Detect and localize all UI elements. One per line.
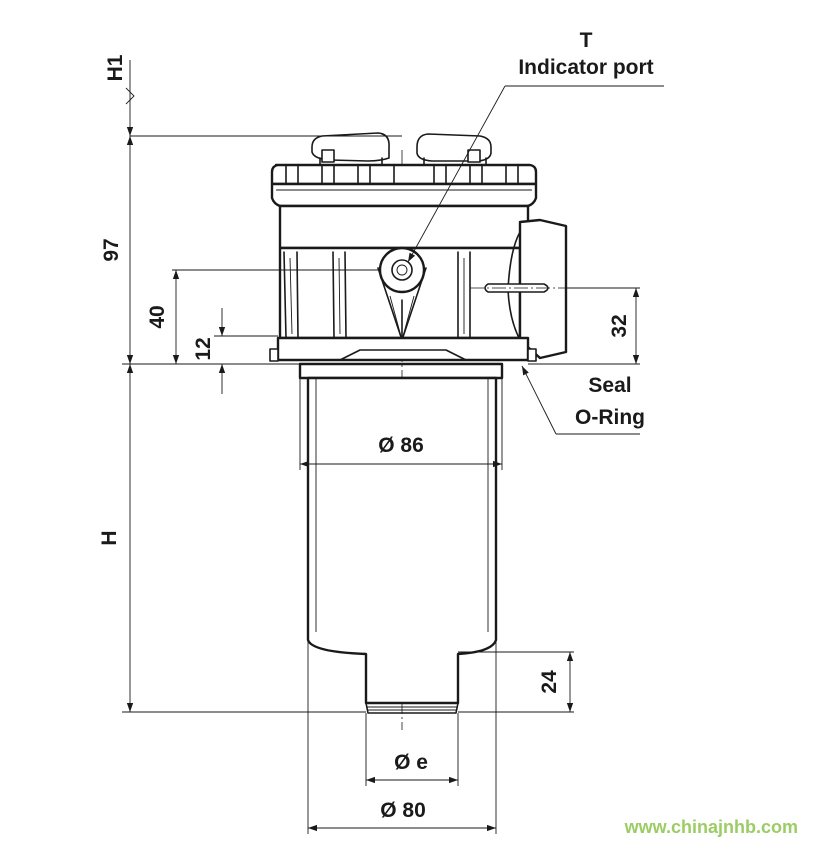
- indicator-port-hole: [391, 259, 413, 281]
- seal-label: Seal: [588, 374, 631, 397]
- dim-97-label: 97: [100, 238, 123, 261]
- o-ring-label: O-Ring: [575, 406, 645, 429]
- h1-label: H1: [104, 54, 127, 81]
- dim-24-label: 24: [538, 670, 561, 694]
- watermark-text: www.chinajnhb.com: [624, 817, 798, 837]
- filter-bowl: [306, 376, 498, 714]
- head-body: [278, 204, 572, 360]
- cap-handles: [311, 132, 492, 166]
- leader-lines: [407, 85, 664, 435]
- dim-12-label: 12: [192, 337, 215, 360]
- h-label: H: [98, 530, 121, 545]
- dim-40-label: 40: [146, 305, 169, 328]
- t-marker-label: T: [580, 29, 593, 52]
- indicator-port-label: Indicator port: [518, 56, 653, 79]
- dia-e-label: Ø e: [394, 751, 428, 774]
- head-crown: [270, 163, 538, 208]
- dim-32-label: 32: [608, 314, 631, 337]
- flange: [269, 336, 537, 380]
- dia-86-label: Ø 86: [378, 434, 424, 457]
- dia-80-label: Ø 80: [380, 799, 426, 822]
- dimension-lines: [122, 60, 640, 834]
